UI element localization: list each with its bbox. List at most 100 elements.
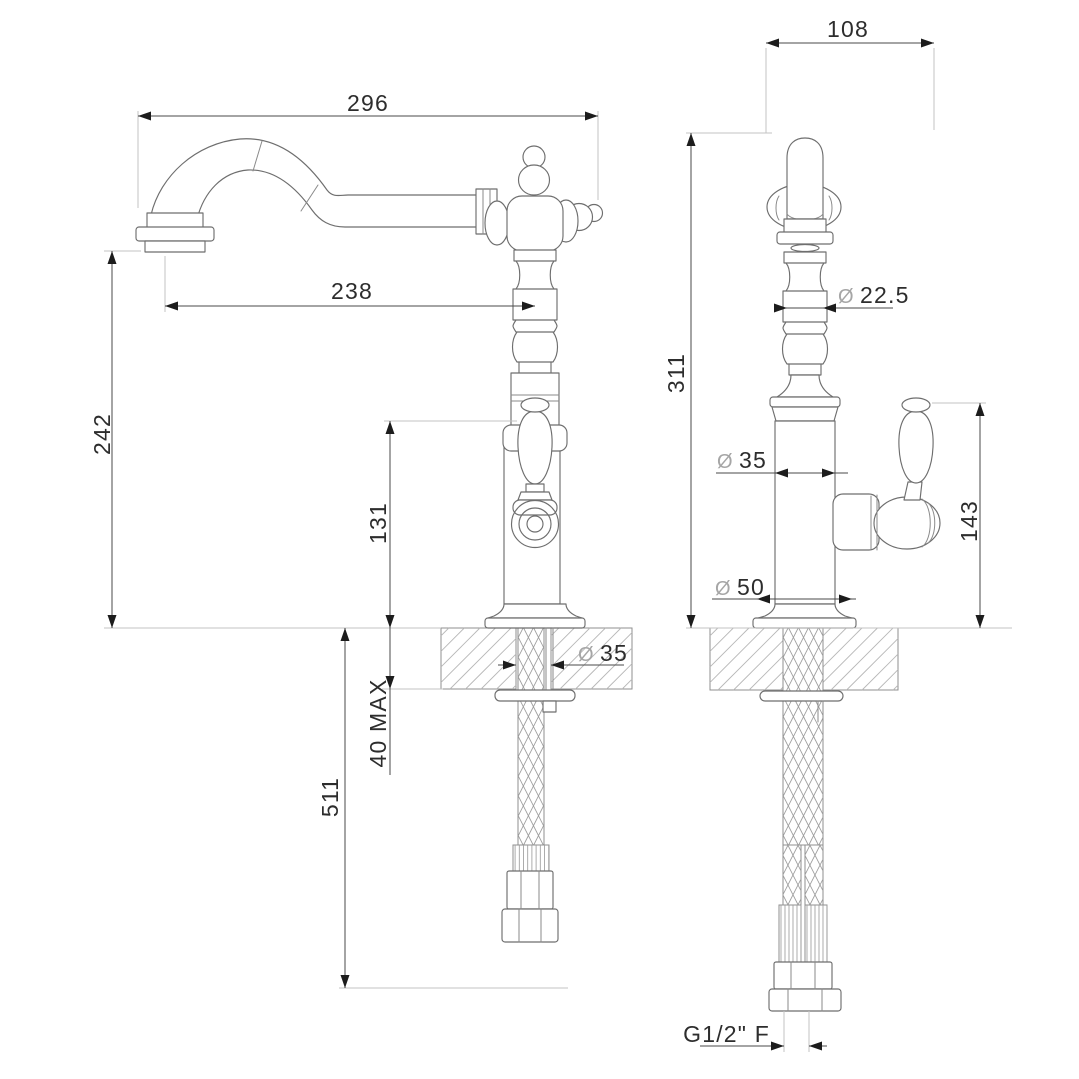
hatch-line	[465, 638, 517, 690]
hatch-line	[709, 627, 750, 668]
turned-column	[510, 249, 560, 431]
hatch-line	[550, 627, 591, 668]
mounting-washer-side	[759, 690, 844, 702]
dim-thread-label: G1/2" F	[683, 1021, 770, 1047]
aerator-outlet	[144, 240, 206, 253]
hatch-line	[517, 646, 545, 698]
counter-block	[440, 627, 517, 690]
fitting-ribs	[780, 905, 802, 962]
hatch-line	[606, 663, 633, 690]
hatch-line	[809, 844, 824, 872]
hatch-line	[517, 815, 534, 846]
hex-nut	[506, 870, 554, 910]
aerator-upper	[146, 212, 204, 229]
hatch-line	[818, 836, 824, 846]
hose-fittings-side	[768, 904, 842, 1012]
hatch-line	[830, 627, 894, 691]
hatch-line	[575, 632, 633, 690]
hatch-line	[822, 627, 863, 668]
body-side	[774, 420, 836, 605]
medallion-middle	[518, 507, 552, 541]
hatch-line	[782, 636, 824, 716]
hatch-line	[782, 676, 824, 756]
hatch-line	[782, 775, 819, 846]
hose-braid	[804, 844, 824, 906]
bell-rim	[769, 396, 841, 408]
hatch-line	[798, 797, 824, 846]
medallion-inner	[526, 515, 544, 533]
spout-pipe-side	[786, 137, 824, 220]
hatch-line	[782, 894, 789, 906]
diameter-symbol: Ø	[838, 286, 855, 308]
hoses-front-view	[517, 627, 545, 846]
base-flare-side	[757, 603, 853, 619]
cross-body	[506, 195, 564, 252]
handle-cap-side	[901, 397, 931, 413]
hatch-line	[819, 844, 824, 852]
hatch-line	[782, 844, 789, 856]
hatch-line	[782, 717, 824, 797]
hose-outline	[782, 627, 824, 846]
counter-hatch	[709, 627, 784, 691]
ring-collar	[783, 218, 827, 234]
counter-hatch	[822, 627, 899, 691]
hatch-line	[818, 627, 824, 637]
hatch-line	[782, 735, 824, 815]
hatch-line	[782, 855, 802, 891]
dim-spout-projection-label: 238	[331, 278, 373, 304]
hatch-line	[846, 638, 899, 691]
faucet-front-view	[135, 138, 604, 943]
hatch-line	[550, 627, 560, 637]
hatch-line	[523, 804, 545, 846]
stud-foot-front	[542, 700, 557, 713]
base-plate-front	[484, 617, 586, 629]
hatch-line	[764, 671, 784, 691]
hatch-line	[892, 684, 899, 691]
hatch-line	[877, 669, 899, 691]
hatch-line	[787, 878, 802, 906]
dim-hose-length-label: 511	[317, 777, 343, 817]
diameter-symbol: Ø	[717, 451, 734, 473]
hatch-line	[808, 816, 824, 846]
hex-nut	[773, 961, 833, 990]
hatch-line	[822, 627, 878, 683]
hatch-line	[804, 875, 821, 906]
hex-facet-lines	[787, 961, 823, 1012]
hatch-line	[621, 678, 633, 690]
hatch-line	[517, 696, 545, 748]
spout-seam-lines	[252, 140, 319, 212]
hatch-line	[804, 855, 824, 891]
hatch-line	[798, 627, 824, 676]
aerator-flange	[135, 226, 215, 242]
hatch-line	[523, 627, 545, 669]
hatch-line	[782, 795, 809, 846]
cross-left-bead	[484, 200, 510, 246]
hatch-line	[782, 834, 789, 846]
hatch-line	[517, 705, 545, 758]
hatch-line	[517, 755, 545, 807]
hex-nut-large	[768, 988, 842, 1012]
hatch-line	[782, 844, 799, 875]
diameter-symbol: Ø	[578, 644, 595, 666]
hatch-line	[559, 627, 622, 690]
ribbed-fitting	[512, 844, 550, 872]
hatch-line	[782, 627, 819, 698]
fitting-ribs	[806, 905, 828, 962]
dim-side-handle-height-label: 143	[956, 500, 982, 542]
dim-depth-label: 108	[827, 16, 869, 42]
hex-facet-lines	[518, 870, 542, 943]
hatch-line	[861, 653, 899, 691]
hatch-line	[517, 627, 534, 658]
hatch-line	[480, 653, 517, 690]
dim-spout-height-label: 242	[89, 413, 115, 455]
hatch-line	[440, 627, 496, 683]
hatch-line	[440, 627, 481, 668]
handle-stem-flare	[517, 491, 553, 501]
washer-tab-lines	[817, 700, 824, 723]
hose-braid	[782, 844, 802, 906]
hatch-line	[797, 898, 802, 906]
handle-grip-side	[898, 410, 934, 484]
hatch-line	[517, 627, 544, 678]
